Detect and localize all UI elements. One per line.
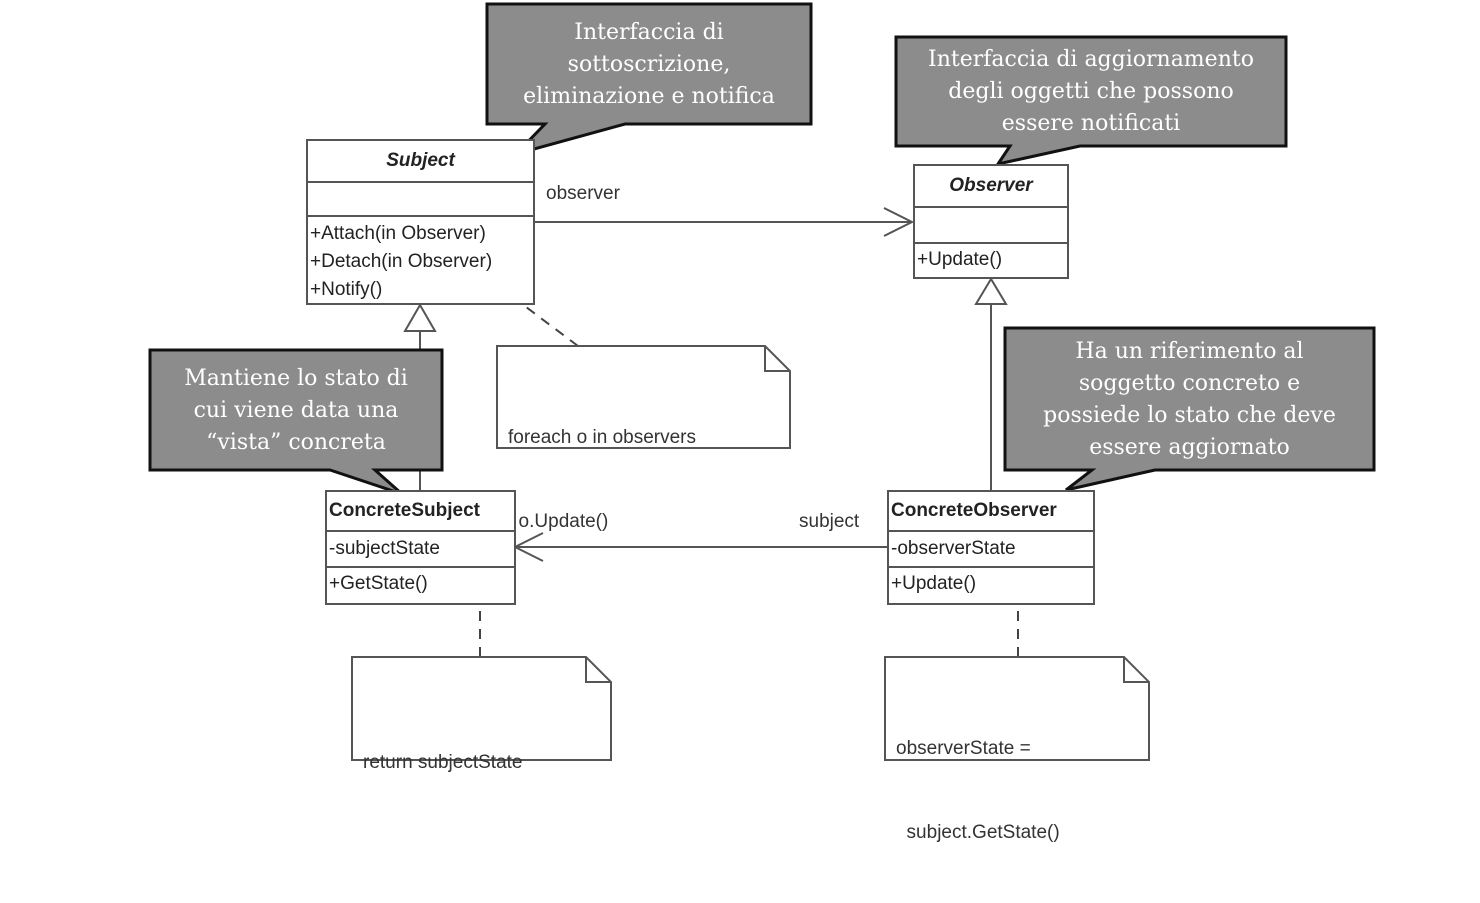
update-note-text: observerState = subject.GetState() xyxy=(896,679,1060,903)
concrete-subject-op-getstate: +GetState() xyxy=(329,573,428,594)
concrete-observer-callout-line-2: soggetto concreto e xyxy=(1078,371,1301,396)
subject-class-name: Subject xyxy=(308,141,533,183)
concrete-observer-op-update: +Update() xyxy=(891,573,977,594)
observer-operations-compartment: +Update() xyxy=(915,244,1067,274)
concrete-observer-callout-shape xyxy=(1003,326,1376,492)
notify-note-fold xyxy=(764,346,790,372)
getstate-note-fold xyxy=(585,657,611,683)
observer-class: Observer +Update() xyxy=(913,164,1069,279)
subject-callout-line-2: sottoscrizione, xyxy=(567,52,731,77)
concrete-subject-class-name: ConcreteSubject xyxy=(327,492,514,532)
concrete-subject-callout-line-2: cui viene data una xyxy=(193,398,399,423)
concrete-observer-attribute: -observerState xyxy=(889,532,1093,568)
getstate-note-text: return subjectState xyxy=(363,693,522,833)
subject-callout-text: Interfaccia di sottoscrizione, eliminazi… xyxy=(489,17,809,113)
update-note-line-1: observerState = xyxy=(896,738,1031,759)
update-note-fold xyxy=(1123,657,1149,683)
observer-association-label: observer xyxy=(546,183,620,204)
subject-callout-shape xyxy=(485,2,813,157)
notify-note-shape xyxy=(496,345,791,449)
concrete-observer-class-name: ConcreteObserver xyxy=(889,492,1093,532)
observer-op-update: +Update() xyxy=(917,249,1003,270)
observer-callout-line-2: degli oggetti che possono xyxy=(948,79,1234,104)
concrete-observer-callout-line-4: essere aggiornato xyxy=(1089,435,1290,460)
observer-attributes-compartment xyxy=(915,208,1067,244)
concrete-subject-callout-line-3: “vista” concreta xyxy=(206,430,386,455)
concrete-observer-callout-line-3: possiede lo stato che deve xyxy=(1043,403,1336,428)
subject-association-label: subject xyxy=(799,511,860,532)
subject-op-attach: +Attach(in Observer) xyxy=(310,223,486,244)
subject-generalization-triangle xyxy=(403,302,437,332)
concrete-observer-class: ConcreteObserver -observerState +Update(… xyxy=(887,490,1095,605)
connectors-layer xyxy=(148,2,1376,761)
getstate-note-shape xyxy=(351,656,612,761)
notify-note-line-1: foreach o in observers xyxy=(508,427,696,448)
concrete-observer-callout-line-1: Ha un riferimento al xyxy=(1075,339,1304,364)
subject-op-notify: +Notify() xyxy=(310,279,383,300)
concrete-subject-attribute: -subjectState xyxy=(327,532,514,568)
observer-class-name: Observer xyxy=(915,166,1067,208)
getstate-note-line-1: return subjectState xyxy=(363,752,523,773)
notify-note-text: foreach o in observers o.Update() xyxy=(508,368,696,592)
notify-note-line-2: o.Update() xyxy=(508,511,609,532)
observer-callout-line-3: essere notificati xyxy=(1001,111,1181,136)
concrete-observer-callout-text: Ha un riferimento al soggetto concreto e… xyxy=(1007,336,1372,464)
concrete-subject-callout-shape xyxy=(148,348,444,496)
observer-callout-shape xyxy=(894,35,1288,167)
observer-callout-line-1: Interfaccia di aggiornamento xyxy=(928,47,1254,72)
concrete-subject-class: ConcreteSubject -subjectState +GetState(… xyxy=(325,490,516,605)
subject-operations-compartment: +Attach(in Observer) +Detach(in Observer… xyxy=(308,217,533,304)
uml-observer-diagram: Subject +Attach(in Observer) +Detach(in … xyxy=(148,2,1376,843)
update-note-line-2: subject.GetState() xyxy=(896,822,1060,843)
subject-class: Subject +Attach(in Observer) +Detach(in … xyxy=(306,139,535,305)
observer-association-arrowhead xyxy=(883,207,915,237)
concrete-subject-callout-text: Mantiene lo stato di cui viene data una … xyxy=(152,363,440,459)
observer-generalization-triangle xyxy=(974,277,1008,305)
observer-callout-text: Interfaccia di aggiornamento degli ogget… xyxy=(898,44,1284,140)
subject-attributes-compartment xyxy=(308,183,533,217)
concrete-subject-callout-line-1: Mantiene lo stato di xyxy=(184,366,408,391)
subject-callout-line-3: eliminazione e notifica xyxy=(523,84,775,109)
subject-callout-line-1: Interfaccia di xyxy=(574,20,724,45)
update-note-shape xyxy=(884,656,1150,761)
subject-op-detach: +Detach(in Observer) xyxy=(310,251,493,272)
